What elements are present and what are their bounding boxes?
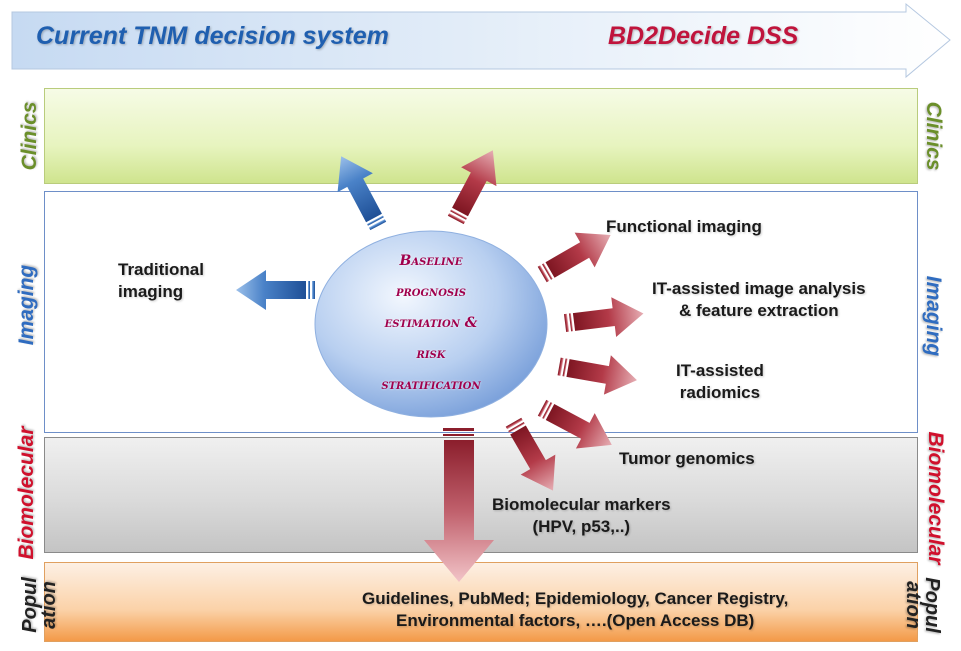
- it-radiomics-text: IT-assisted radiomics: [676, 360, 764, 404]
- banner-current-tnm-label: Current TNM decision system: [36, 22, 389, 50]
- center-line-5: stratification: [381, 377, 481, 393]
- arrow-to-traditional-imaging: [236, 270, 315, 310]
- radiomics-line-2: radiomics: [679, 383, 761, 402]
- biomolecular-band: [44, 437, 918, 553]
- center-line-2: prognosis: [395, 284, 467, 300]
- traditional-imaging-text: Traditional imaging: [118, 259, 204, 303]
- banner-bd2decide-label: BD2Decide DSS: [608, 22, 799, 50]
- functional-imaging-text: Functional imaging: [606, 217, 762, 236]
- baseline-prognosis-text: Baseline prognosis estimation & risk str…: [356, 246, 506, 401]
- tumor-genomics-text: Tumor genomics: [619, 449, 755, 468]
- it-image-analysis-text: IT-assisted image analysis & feature ext…: [652, 278, 866, 322]
- arrow-to-clinics-blue: [323, 146, 396, 236]
- traditional-line-1: Traditional: [118, 260, 204, 279]
- biomarkers-line-1: Biomolecular markers: [492, 495, 671, 514]
- biomarkers-line-2: (HPV, p53,..): [532, 517, 631, 536]
- biomolecular-markers-text: Biomolecular markers (HPV, p53,..): [492, 494, 671, 538]
- population-line-2: Environmental factors, ….(Open Access DB…: [395, 611, 755, 630]
- it-image-line-2: & feature extraction: [678, 301, 839, 320]
- center-line-1: Baseline: [399, 253, 463, 269]
- arrow-to-clinics-red: [438, 140, 511, 230]
- center-line-3: estimation &: [384, 315, 478, 331]
- baseline-prognosis-ellipse: [314, 230, 548, 418]
- population-band: [44, 562, 918, 642]
- population-sources-text: Guidelines, PubMed; Epidemiology, Cancer…: [362, 588, 788, 632]
- radiomics-line-1: IT-assisted: [676, 361, 764, 380]
- arrow-to-population: [424, 428, 494, 582]
- banner-arrow: [11, 2, 951, 79]
- population-line-1: Guidelines, PubMed; Epidemiology, Cancer…: [362, 589, 789, 608]
- traditional-line-2: imaging: [118, 282, 184, 301]
- arrow-to-it-image-analysis: [562, 293, 646, 343]
- center-line-4: risk: [416, 346, 446, 362]
- arrow-to-radiomics: [555, 346, 641, 400]
- it-image-line-1: IT-assisted image analysis: [652, 279, 866, 298]
- arrow-to-tumor-genomics: [532, 390, 622, 463]
